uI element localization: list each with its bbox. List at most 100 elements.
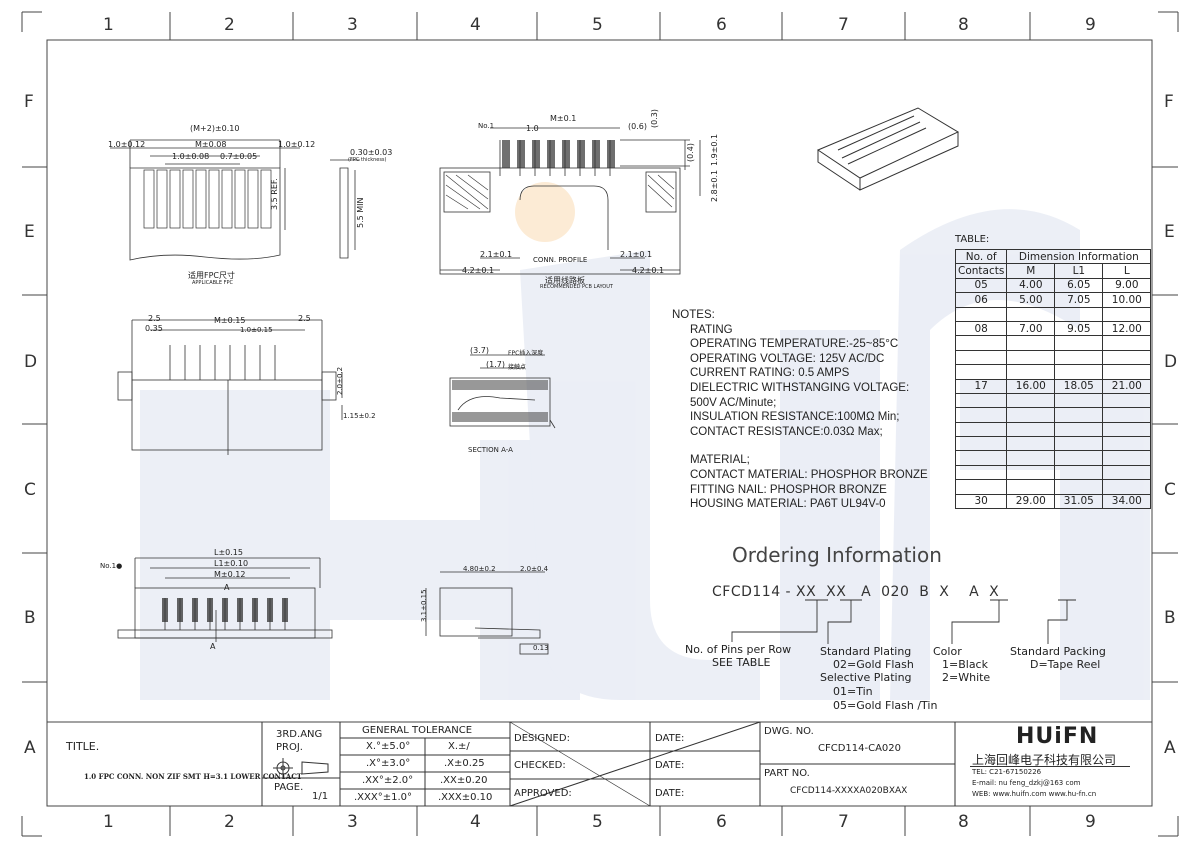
cell xyxy=(1102,464,1152,481)
column-marker-3: 3 xyxy=(347,15,358,35)
dim-front-pitch: 1.0±0.15 xyxy=(240,326,273,334)
section-contact-note: 接触点 xyxy=(508,364,527,371)
material-line: MATERIAL; xyxy=(690,454,750,467)
table-row xyxy=(954,479,1152,495)
dim-fpc-mid: M±0.08 xyxy=(195,140,227,149)
note-line: RATING xyxy=(690,323,733,336)
column-marker-9: 9 xyxy=(1085,15,1096,35)
dim-front-115: 1.15±0.2 xyxy=(343,412,376,420)
designed-date-label: DATE: xyxy=(655,733,685,744)
top-no1: No.1● xyxy=(100,562,123,570)
note-line: 500V AC/Minute; xyxy=(690,396,777,409)
fpc-caption-en: APPLICABLE FPC xyxy=(192,280,233,286)
dim-table-header-contacts: Contacts xyxy=(954,263,1008,279)
dim-pcb-42-left: 4.2±0.1 xyxy=(462,266,495,275)
pcb-profile: CONN. PROFILE xyxy=(533,256,588,264)
dwg-no-label: DWG. NO. xyxy=(764,726,814,737)
top-section-mark-a-bottom: A xyxy=(210,642,216,651)
cell xyxy=(1006,392,1056,409)
table-row xyxy=(954,335,1152,351)
cell: 31.05 xyxy=(1054,493,1104,510)
row-marker-d-right: D xyxy=(1164,352,1178,372)
column-marker-3-bottom: 3 xyxy=(347,812,358,832)
tolerance-linear-3: .XXX±0.10 xyxy=(438,792,493,803)
row-marker-a-right: A xyxy=(1164,738,1176,758)
tolerance-linear-1: .X±0.25 xyxy=(444,758,485,769)
projection-label: 3RD.ANG xyxy=(276,729,323,740)
table-row xyxy=(954,349,1152,366)
tolerance-header: GENERAL TOLERANCE xyxy=(362,725,473,736)
cell xyxy=(1054,392,1104,409)
ordering-color-white: 2=White xyxy=(942,671,991,684)
pcb-no1: No.1 xyxy=(478,122,495,130)
column-marker-2-bottom: 2 xyxy=(224,812,235,832)
checked-date-label: DATE: xyxy=(655,760,685,771)
dim-pcb-21-right: 2.1±0.1 xyxy=(620,250,653,259)
cell xyxy=(1054,436,1104,452)
table-row xyxy=(954,364,1152,380)
title-label: TITLE. xyxy=(66,740,100,753)
cell xyxy=(1006,407,1056,423)
row-marker-f-right: F xyxy=(1164,92,1174,112)
column-marker-5-bottom: 5 xyxy=(592,812,603,832)
cell xyxy=(954,407,1008,423)
projection-label-2: PROJ. xyxy=(276,742,303,753)
column-marker-8-bottom: 8 xyxy=(958,812,969,832)
drawing-title: 1.0 FPC CONN. NON ZIF SMT H=3.1 LOWER CO… xyxy=(84,772,302,781)
note-line: OPERATING VOLTAGE: 125V AC/DC xyxy=(690,352,885,365)
dim-pcb-21-left: 2.1±0.1 xyxy=(480,250,513,259)
cell: 9.05 xyxy=(1054,320,1104,337)
cell: 9.00 xyxy=(1102,277,1152,294)
cell xyxy=(1006,464,1056,481)
material-line: HOUSING MATERIAL: PA6T UL94V-0 xyxy=(690,498,886,511)
tolerance-linear-2: .XX±0.20 xyxy=(440,775,488,786)
tolerance-angle-2: .XX°±2.0° xyxy=(362,775,414,786)
dim-pcb-m: M±0.1 xyxy=(550,114,577,123)
row-marker-a: A xyxy=(24,738,36,758)
ordering-selective: Selective Plating xyxy=(820,671,912,684)
cell: 06 xyxy=(954,292,1008,308)
dim-front-25-right: 2.5 xyxy=(298,314,311,323)
column-marker-4: 4 xyxy=(470,15,481,35)
cell: 08 xyxy=(954,320,1008,337)
cell xyxy=(954,450,1008,466)
cell: 18.05 xyxy=(1054,378,1104,394)
notes-rating-list: RATING OPERATING TEMPERATURE:-25~85°C OP… xyxy=(672,323,928,512)
cell xyxy=(1102,306,1152,322)
ordering-selective-gold: 05=Gold Flash /Tin xyxy=(833,699,938,712)
dim-table-header-dim: Dimension Information xyxy=(1006,248,1152,265)
dim-section-17: (1.7) xyxy=(486,360,505,369)
table-row xyxy=(954,421,1152,438)
cell xyxy=(1102,421,1152,438)
company-web: WEB: www.huifn.com www.hu-fn.cn xyxy=(972,790,1097,798)
checked-label: CHECKED: xyxy=(514,760,566,771)
cell: 6.05 xyxy=(1054,277,1104,294)
note-line: CONTACT RESISTANCE:0.03Ω Max; xyxy=(690,425,883,438)
row-marker-f: F xyxy=(24,92,34,112)
cell xyxy=(1102,450,1152,466)
ordering-title: Ordering Information xyxy=(732,543,942,567)
dim-table-header-m: M xyxy=(1006,263,1056,279)
column-marker-6: 6 xyxy=(716,15,727,35)
column-marker-8: 8 xyxy=(958,15,969,35)
dim-top-l1: L1±0.10 xyxy=(214,559,249,568)
cell: 21.00 xyxy=(1102,378,1152,394)
dim-fpc-left: 1.0±0.12 xyxy=(108,140,146,149)
cell xyxy=(1054,306,1104,322)
dim-side-20: 2.0±0.4 xyxy=(520,565,549,573)
cell xyxy=(954,349,1008,366)
cell xyxy=(954,392,1008,409)
ordering-plating: Standard Plating xyxy=(820,645,912,658)
table-row xyxy=(954,392,1152,409)
dim-fpc-total: (M+2)±0.10 xyxy=(190,124,240,133)
cell xyxy=(1102,436,1152,452)
cell xyxy=(1102,479,1152,495)
page-number: 1/1 xyxy=(312,791,329,802)
note-line: DIELECTRIC WITHSTANGING VOLTAGE: xyxy=(690,381,910,394)
dim-pcb-28: 2.8±0.1 xyxy=(710,169,719,202)
tolerance-angle-1: .X°±3.0° xyxy=(366,758,411,769)
ordering-packing-reel: D=Tape Reel xyxy=(1030,658,1101,671)
cell: 4.00 xyxy=(1006,277,1056,294)
